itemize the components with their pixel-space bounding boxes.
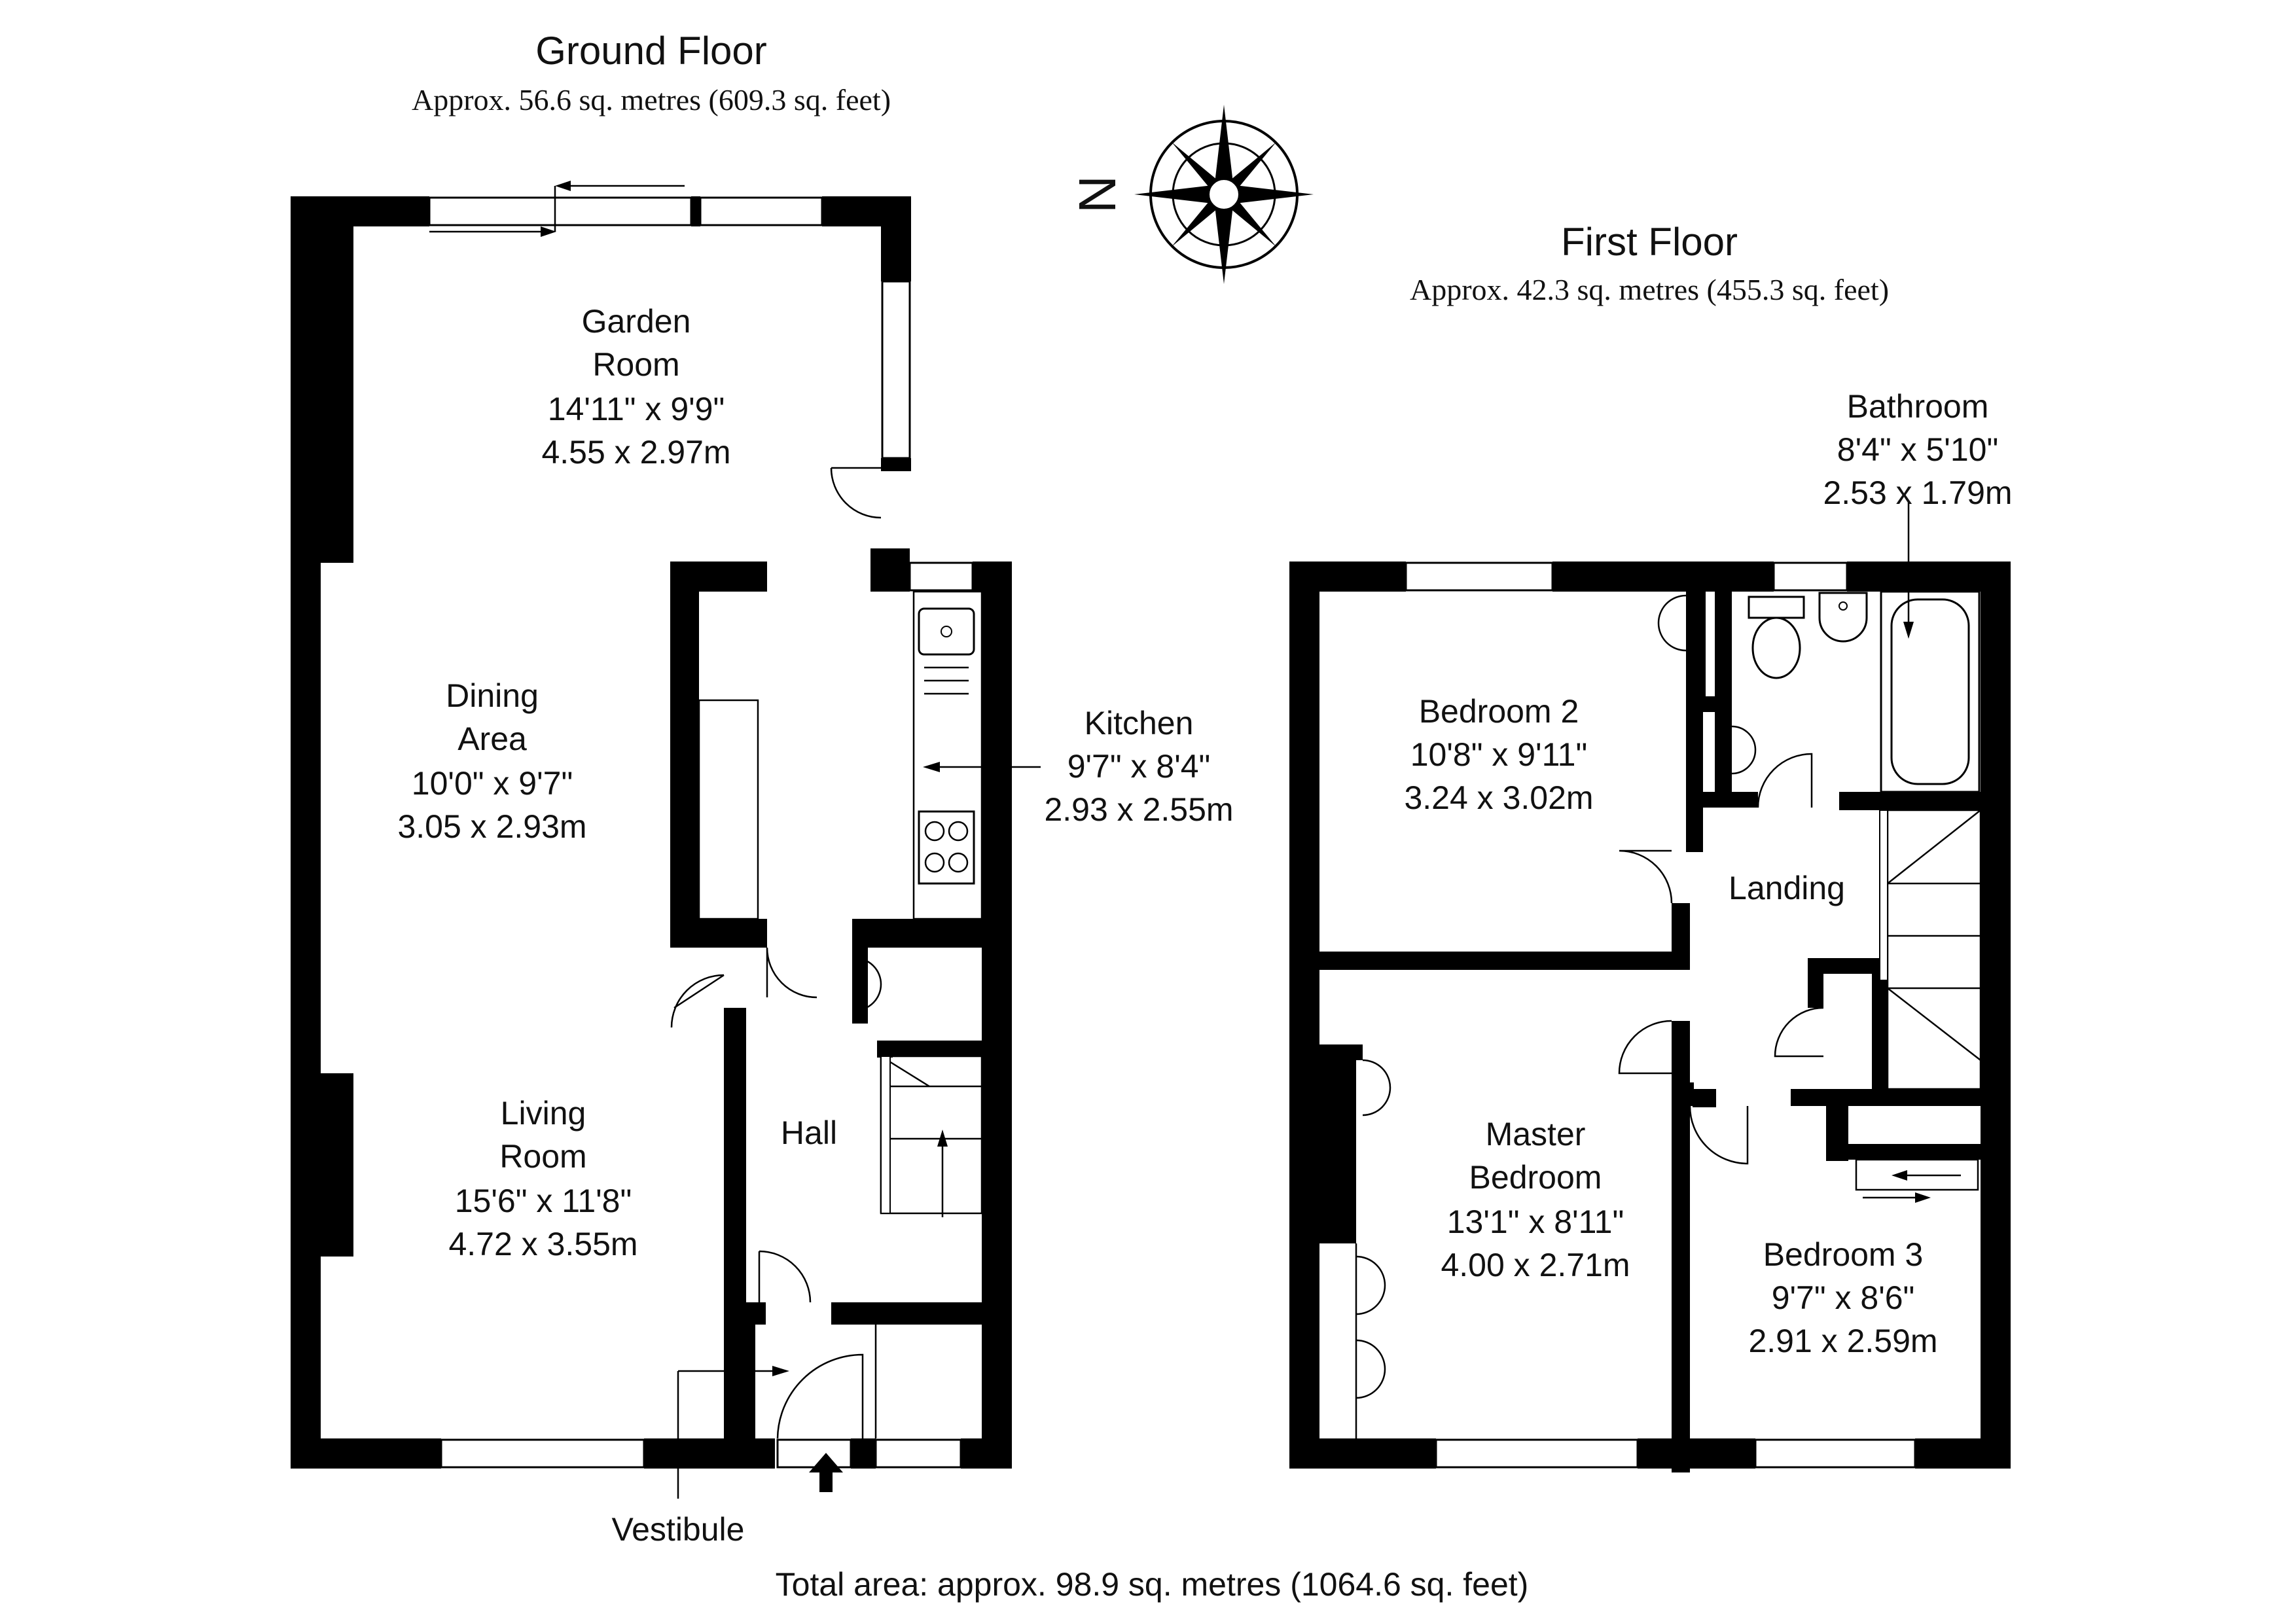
compass-north-label: N — [1068, 175, 1126, 213]
basin-icon — [1818, 592, 1868, 643]
bathroom-metric: 2.53 x 1.79m — [1823, 474, 2012, 511]
kitchen-metric: 2.93 x 2.55m — [1044, 791, 1233, 828]
master-bedroom-imperial: 13'1" x 8'11" — [1447, 1204, 1624, 1240]
dining-area-name-line2: Area — [457, 721, 527, 757]
landing-name: Landing — [1729, 870, 1845, 906]
living-room-name-line2: Room — [499, 1138, 586, 1175]
first-floor-title: First Floor — [1561, 220, 1738, 264]
dining-area-imperial: 10'0" x 9'7" — [412, 765, 573, 802]
dining-area-metric: 3.05 x 2.93m — [397, 808, 586, 845]
bedroom-2-imperial: 10'8" x 9'11" — [1410, 736, 1588, 773]
hob-icon — [918, 810, 975, 885]
first-floor-fixtures — [1355, 503, 1982, 1438]
ground-stairs — [880, 1055, 983, 1217]
bathroom-name: Bathroom — [1847, 388, 1989, 425]
hall-name: Hall — [781, 1115, 837, 1151]
garden-room-name: Garden — [582, 303, 691, 340]
master-bedroom-metric: 4.00 x 2.71m — [1441, 1247, 1630, 1283]
first-stairs — [1879, 809, 1982, 1090]
bedroom-3-name: Bedroom 3 — [1763, 1236, 1924, 1273]
toilet-icon — [1748, 596, 1805, 679]
bedroom-2-metric: 3.24 x 3.02m — [1404, 779, 1593, 816]
ground-floor-walls — [291, 196, 1012, 1469]
kitchen-name: Kitchen — [1085, 705, 1194, 741]
dining-area-name: Dining — [446, 677, 539, 714]
living-room-imperial: 15'6" x 11'8" — [455, 1183, 632, 1219]
master-bedroom-name-line2: Bedroom — [1469, 1159, 1602, 1196]
bathtub-icon — [1880, 503, 1981, 793]
sink-icon — [918, 607, 975, 695]
bedroom-2-name: Bedroom 2 — [1419, 693, 1579, 730]
kitchen-imperial: 9'7" x 8'4" — [1067, 748, 1211, 785]
first-floor-walls — [1289, 562, 2011, 1472]
compass-rose-icon — [1134, 105, 1314, 284]
ground-floor-title: Ground Floor — [535, 29, 767, 73]
bedroom-3-metric: 2.91 x 2.59m — [1748, 1323, 1937, 1359]
total-area: Total area: approx. 98.9 sq. metres (106… — [776, 1566, 1529, 1603]
vestibule-name: Vestibule — [612, 1511, 745, 1548]
garden-room-metric: 4.55 x 2.97m — [541, 434, 730, 471]
first-floor-area: Approx. 42.3 sq. metres (455.3 sq. feet) — [1410, 273, 1889, 306]
ground-floor-fixtures — [429, 181, 1041, 1499]
living-room-name: Living — [501, 1095, 586, 1132]
bathroom-imperial: 8'4" x 5'10" — [1837, 431, 1998, 468]
garden-room-name-line2: Room — [592, 346, 679, 383]
garden-room-imperial: 14'11" x 9'9" — [548, 391, 725, 427]
master-bedroom-name: Master — [1486, 1116, 1586, 1152]
ground-floor-area: Approx. 56.6 sq. metres (609.3 sq. feet) — [412, 83, 891, 116]
bedroom-3-imperial: 9'7" x 8'6" — [1772, 1279, 1915, 1316]
front-entrance-arrow-icon — [809, 1453, 843, 1492]
living-room-metric: 4.72 x 3.55m — [448, 1226, 637, 1262]
